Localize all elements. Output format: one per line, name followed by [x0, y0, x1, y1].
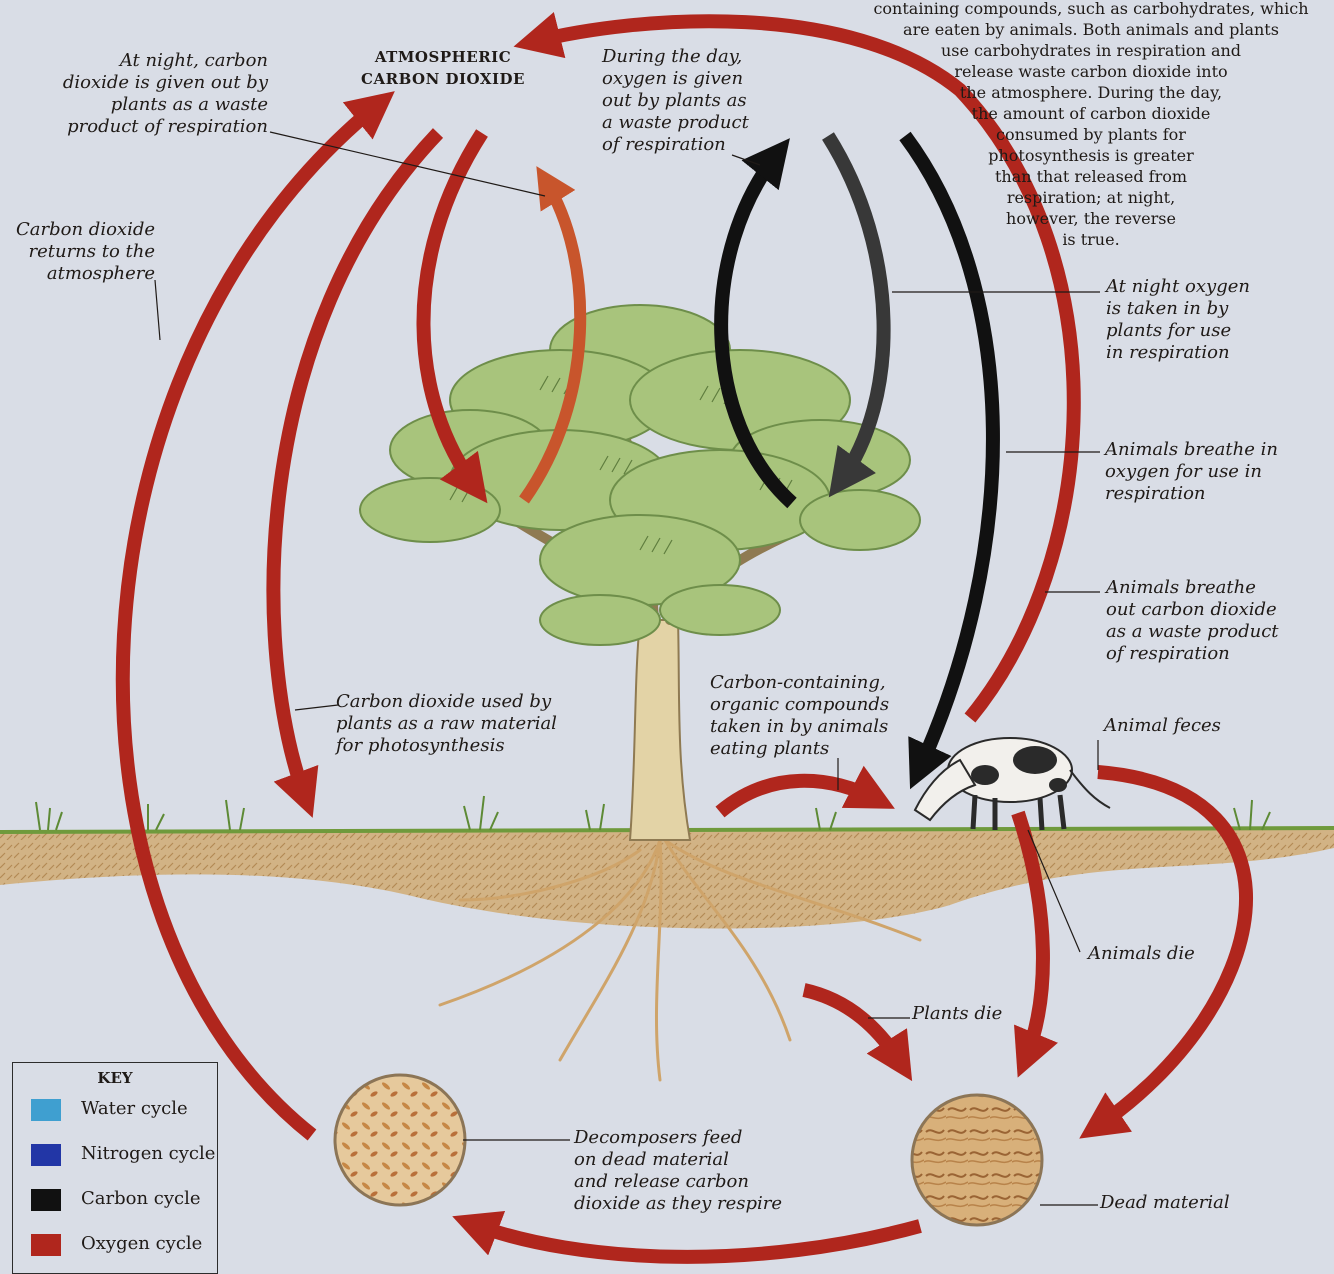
label-co2-returns: Carbon dioxide returns to the atmosphere [0, 219, 155, 285]
label-carbon-compounds: Carbon-containing, organic compounds tak… [710, 672, 910, 760]
label-night-co2: At night, carbon dioxide is given out by… [40, 50, 268, 138]
oxygen-cycle-swatch [31, 1234, 61, 1256]
decomposers-circle [335, 1075, 465, 1205]
label-plants-die: Plants die [912, 1003, 1032, 1025]
label-animals-breathe-out: Animals breathe out carbon dioxide as a … [1106, 577, 1326, 665]
label-animal-feces: Animal feces [1104, 715, 1264, 737]
label-day-oxygen: During the day, oxygen is given out by p… [602, 46, 772, 156]
atmospheric-co2-title: ATMOSPHERIC CARBON DIOXIDE [358, 46, 528, 90]
label-animals-breathe-in: Animals breathe in oxygen for use in res… [1105, 439, 1315, 505]
plants-eaten-arrow [720, 781, 878, 812]
label-decomposers: Decomposers feed on dead material and re… [574, 1127, 814, 1215]
carbon-cycle-swatch [31, 1189, 61, 1211]
label-dead-material: Dead material [1100, 1192, 1270, 1214]
legend-key: KEY Water cycle Nitrogen cycle Carbon cy… [12, 1062, 218, 1274]
outer-co2-return-arrow [123, 103, 380, 1135]
plants-die-arrow [804, 990, 902, 1065]
legend-title: KEY [13, 1069, 217, 1087]
decay-return-arrow [470, 1223, 920, 1257]
water-cycle-swatch [31, 1099, 61, 1121]
dead-material-circle [912, 1095, 1042, 1225]
tree-canopy [360, 305, 920, 645]
label-night-oxygen-in: At night oxygen is taken in by plants fo… [1106, 276, 1286, 364]
intro-paragraph: containing compounds, such as carbohydra… [848, 0, 1334, 250]
label-animals-die: Animals die [1088, 943, 1228, 965]
nitrogen-cycle-swatch [31, 1144, 61, 1166]
label-co2-photosynthesis: Carbon dioxide used by plants as a raw m… [336, 691, 586, 757]
